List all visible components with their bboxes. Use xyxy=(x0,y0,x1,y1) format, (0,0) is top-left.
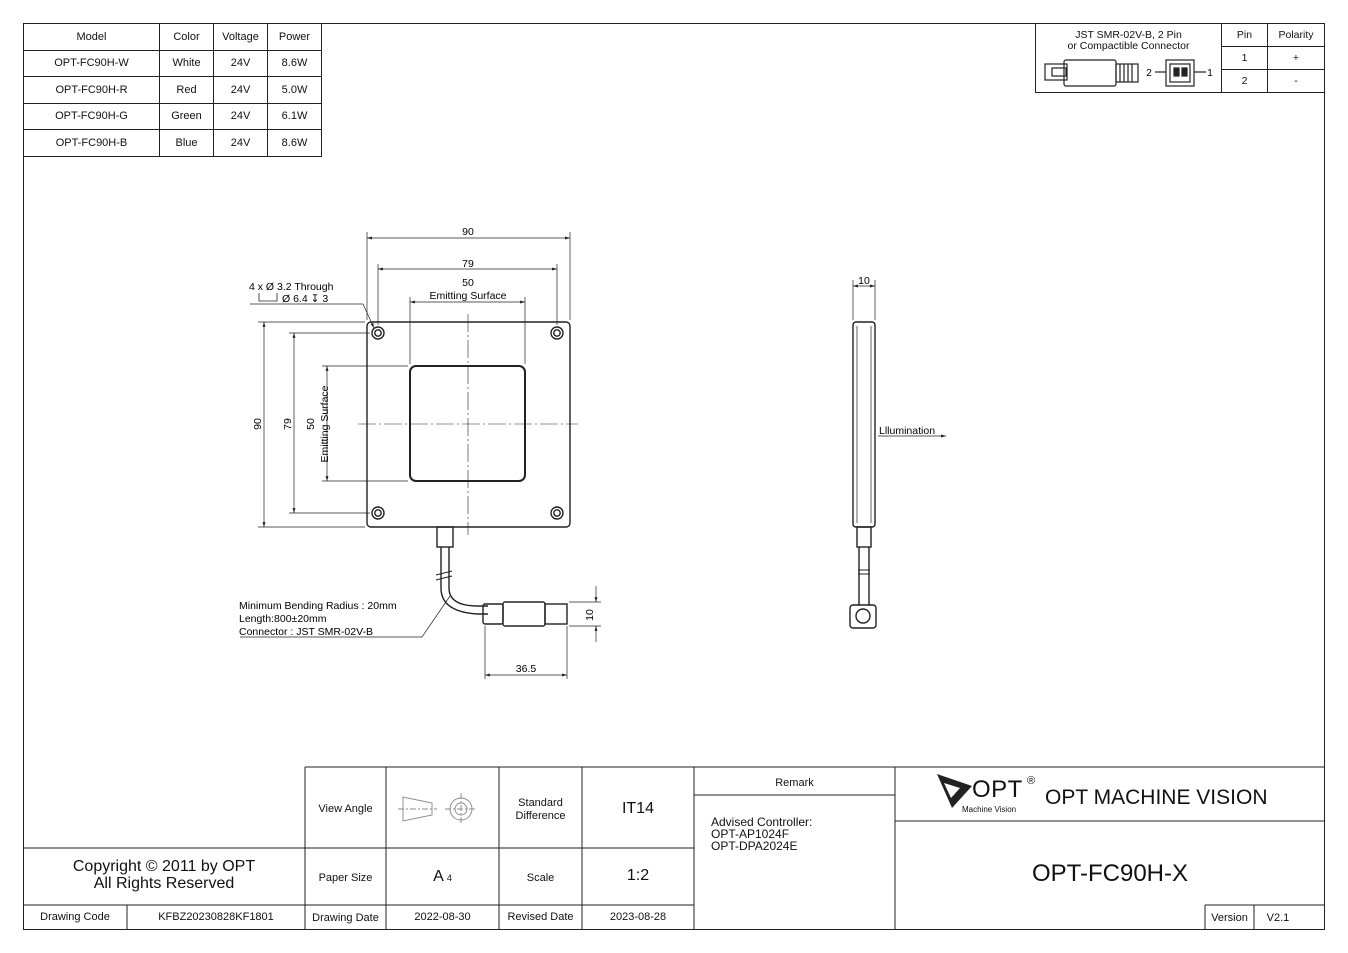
pin-label-1: 1 xyxy=(1207,68,1213,79)
paper-size-number: 4 xyxy=(446,873,452,883)
connector-plug xyxy=(544,603,568,625)
copyright-line-1: Copyright © 2011 by OPT xyxy=(72,858,256,875)
dim-79-left: 79 xyxy=(282,418,294,430)
cable-note-3: Connector : JST SMR-02V-B xyxy=(239,626,373,638)
drawing-frame xyxy=(23,23,1325,930)
spec-cell: OPT-FC90H-G xyxy=(23,102,160,130)
spec-row: OPT-FC90H-W White 24V 8.6W xyxy=(23,49,322,77)
side-dimension-lines xyxy=(852,280,946,438)
revised-date-label: Revised Date xyxy=(507,911,574,923)
spec-row: OPT-FC90H-B Blue 24V 8.6W xyxy=(23,129,322,157)
version-label: Version xyxy=(1211,912,1248,924)
drawing-code: KFBZ20230828KF1801 xyxy=(158,911,274,923)
spec-row: OPT-FC90H-G Green 24V 6.1W xyxy=(23,102,322,130)
logo-subtitle: Machine Vision xyxy=(962,805,1017,814)
counterbore-icon xyxy=(258,293,278,302)
copyright-line-2: All Rights Reserved xyxy=(93,875,235,892)
product-code: OPT-FC90H-X xyxy=(1031,860,1189,887)
dim-90-left: 90 xyxy=(252,418,264,430)
remark-line-3: OPT-DPA2024E xyxy=(711,839,798,853)
standard-diff-value: IT14 xyxy=(621,800,654,817)
dim-10-connector: 10 xyxy=(584,609,596,621)
spec-cell: 24V xyxy=(213,129,268,157)
scale-label: Scale xyxy=(526,872,555,884)
connector-table: JST SMR-02V-B, 2 Pin or Compactible Conn… xyxy=(1035,23,1325,93)
logo-registered: ® xyxy=(1027,775,1036,787)
spec-row: OPT-FC90H-R Red 24V 5.0W xyxy=(23,76,322,104)
dim-79-top: 79 xyxy=(462,258,474,270)
emitting-surface-label-left: Emitting Surface xyxy=(319,385,331,462)
standard-diff-label: Standard Difference xyxy=(499,797,582,823)
dim-50-top: 50 xyxy=(462,277,474,289)
emitting-surface-label-top: Emitting Surface xyxy=(429,290,506,302)
pin-header: Pin xyxy=(1221,23,1268,47)
mounting-hole xyxy=(371,506,385,520)
mounting-hole xyxy=(550,326,564,340)
drawing-code-label: Drawing Code xyxy=(40,911,110,923)
spec-cell: 6.1W xyxy=(267,102,322,130)
pin-cell: 2 xyxy=(1221,69,1268,93)
dim-50-left: 50 xyxy=(305,418,317,430)
logo-text: OPT xyxy=(972,776,1023,803)
scale-value: 1:2 xyxy=(626,867,650,884)
dim-36-5: 36.5 xyxy=(516,663,537,675)
spec-cell: 8.6W xyxy=(267,49,322,77)
spec-cell: 24V xyxy=(213,102,268,130)
cable-note-2: Length:800±20mm xyxy=(239,613,327,625)
spec-header-color: Color xyxy=(159,23,214,51)
connector-icon xyxy=(1044,59,1206,87)
view-angle-label: View Angle xyxy=(318,803,373,815)
spec-table: Model Color Voltage Power OPT-FC90H-W Wh… xyxy=(23,23,322,157)
remark-line-1: Advised Controller: xyxy=(711,815,813,829)
connector-body xyxy=(502,601,546,627)
mounting-hole xyxy=(550,506,564,520)
hole-note-1: 4 x Ø 3.2 Through xyxy=(249,281,334,293)
spec-cell: White xyxy=(159,49,214,77)
company-name: OPT MACHINE VISION xyxy=(1045,786,1268,809)
dim-90-top: 90 xyxy=(462,226,474,238)
opt-logo-icon xyxy=(937,774,972,808)
pin-label-2: 2 xyxy=(1146,68,1152,79)
revised-date: 2023-08-28 xyxy=(609,911,667,923)
spec-cell: 24V xyxy=(213,76,268,104)
paper-size-letter: A xyxy=(433,868,444,885)
spec-cell: Blue xyxy=(159,129,214,157)
connector-title-2: or Compactible Connector xyxy=(1067,40,1190,52)
connector-title-1: JST SMR-02V-B, 2 Pin xyxy=(1075,29,1182,41)
drawing-date: 2022-08-30 xyxy=(414,911,471,923)
mounting-hole xyxy=(371,326,385,340)
version-value: V2.1 xyxy=(1266,912,1290,924)
cable-strain-relief xyxy=(436,526,454,548)
remark-line-2: OPT-AP1024F xyxy=(711,827,790,841)
side-view xyxy=(849,321,877,629)
polarity-cell: + xyxy=(1267,46,1325,70)
hole-note-2: Ø 6.4 ↧ 3 xyxy=(282,293,328,305)
dimension-lines xyxy=(240,232,601,679)
spec-cell: 8.6W xyxy=(267,129,322,157)
polarity-header: Polarity xyxy=(1267,23,1325,47)
standard-diff-label-2: Difference xyxy=(515,810,566,822)
drawing-date-label: Drawing Date xyxy=(312,912,379,924)
cable-note-1: Minimum Bending Radius : 20mm xyxy=(239,600,397,612)
remark-content: Advised Controller: OPT-AP1024F OPT-DPA2… xyxy=(711,816,891,852)
illumination-label: Lllumination xyxy=(879,425,935,437)
remark-label: Remark xyxy=(775,777,814,789)
spec-cell: OPT-FC90H-R xyxy=(23,76,160,104)
front-view xyxy=(358,314,578,627)
title-block-lines xyxy=(23,766,1325,930)
emitting-surface xyxy=(409,365,526,482)
standard-diff-label-1: Standard xyxy=(518,797,563,809)
light-body xyxy=(366,321,571,528)
spec-cell: OPT-FC90H-B xyxy=(23,129,160,157)
polarity-cell: - xyxy=(1267,69,1325,93)
copyright: Copyright © 2011 by OPT All Rights Reser… xyxy=(23,858,305,892)
dim-10-side: 10 xyxy=(858,275,870,287)
spec-cell: Green xyxy=(159,102,214,130)
view-angle-icon xyxy=(398,793,477,825)
paper-size-label: Paper Size xyxy=(318,872,373,884)
